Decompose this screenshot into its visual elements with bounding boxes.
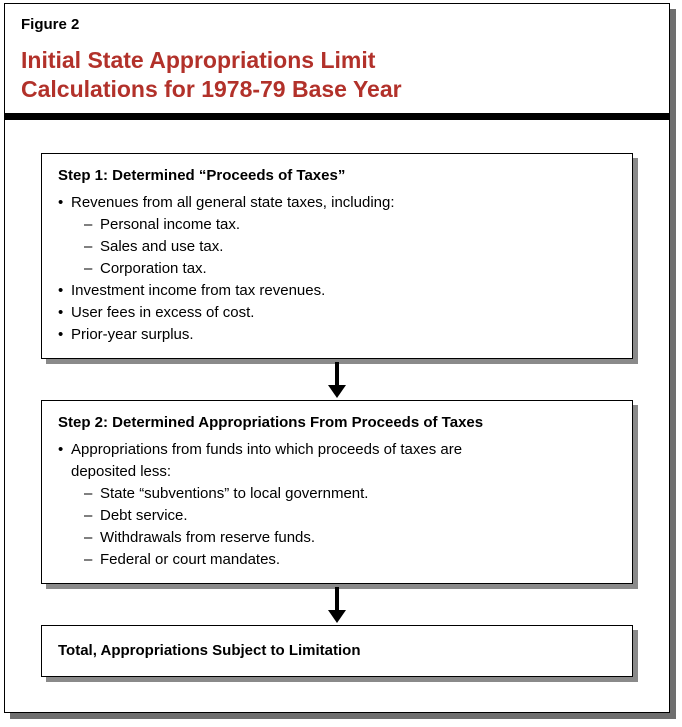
list-item: • Investment income from tax revenues. [58,280,616,302]
total-heading: Total, Appropriations Subject to Limitat… [58,642,361,659]
step1-heading: Step 1: Determined “Proceeds of Taxes” [58,167,346,184]
list-item-text: Prior-year surplus. [71,326,194,343]
flow-box-step1: Step 1: Determined “Proceeds of Taxes” •… [41,153,633,359]
list-item-text: deposited less: [71,463,172,480]
list-item: – Personal income tax. [58,214,616,236]
list-item: – Sales and use tax. [58,236,616,258]
list-item-text: Appropriations from funds into which pro… [71,441,463,458]
dash-icon: – [84,551,93,568]
list-item-text: Debt service. [100,507,188,524]
figure-title: Initial State Appropriations Limit Calcu… [21,46,653,104]
figure-card: Figure 2 Initial State Appropriations Li… [4,3,670,713]
flow-box-total: Total, Appropriations Subject to Limitat… [41,625,633,677]
list-item: • Prior-year surplus. [58,324,616,346]
flow-box-step2: Step 2: Determined Appropriations From P… [41,400,633,584]
dash-icon: – [84,260,93,277]
figure-title-line-1: Initial State Appropriations Limit [21,47,376,73]
arrow-shaft [335,362,339,385]
dash-icon: – [84,238,93,255]
list-item-text: Corporation tax. [100,260,207,277]
list-item-text: State “subventions” to local government. [100,485,369,502]
dash-icon: – [84,216,93,233]
list-item: – Corporation tax. [58,258,616,280]
list-item-text: Withdrawals from reserve funds. [100,529,316,546]
arrow-head [328,610,346,623]
list-item-text: Sales and use tax. [100,238,224,255]
bullet-icon: • [58,441,64,458]
down-arrow-icon [41,587,633,623]
arrow-shaft [335,587,339,610]
figure-title-line-2: Calculations for 1978-79 Base Year [21,76,402,102]
list-item-text: Investment income from tax revenues. [71,282,326,299]
bullet-icon: • [58,326,64,343]
bullet-icon: • [58,282,64,299]
figure-header: Figure 2 Initial State Appropriations Li… [5,4,669,104]
title-divider-rule [5,113,669,120]
list-item-text: Revenues from all general state taxes, i… [71,194,395,211]
down-arrow-icon [41,362,633,398]
list-item: • Appropriations from funds into which p… [58,439,616,461]
step2-heading: Step 2: Determined Appropriations From P… [58,414,484,431]
dash-icon: – [84,507,93,524]
list-item-continuation: deposited less: [58,461,616,483]
list-item: – State “subventions” to local governmen… [58,483,616,505]
bullet-icon: • [58,194,64,211]
list-item-text: Personal income tax. [100,216,241,233]
list-item: – Federal or court mandates. [58,549,616,571]
dash-icon: – [84,529,93,546]
flowchart-content: Step 1: Determined “Proceeds of Taxes” •… [5,120,669,677]
list-item: • User fees in excess of cost. [58,302,616,324]
dash-icon: – [84,485,93,502]
arrow-head [328,385,346,398]
list-item: – Debt service. [58,505,616,527]
bullet-icon: • [58,304,64,321]
list-item-text: User fees in excess of cost. [71,304,255,321]
list-item: • Revenues from all general state taxes,… [58,192,616,214]
list-item-text: Federal or court mandates. [100,551,281,568]
list-item: – Withdrawals from reserve funds. [58,527,616,549]
figure-label: Figure 2 [21,16,80,33]
